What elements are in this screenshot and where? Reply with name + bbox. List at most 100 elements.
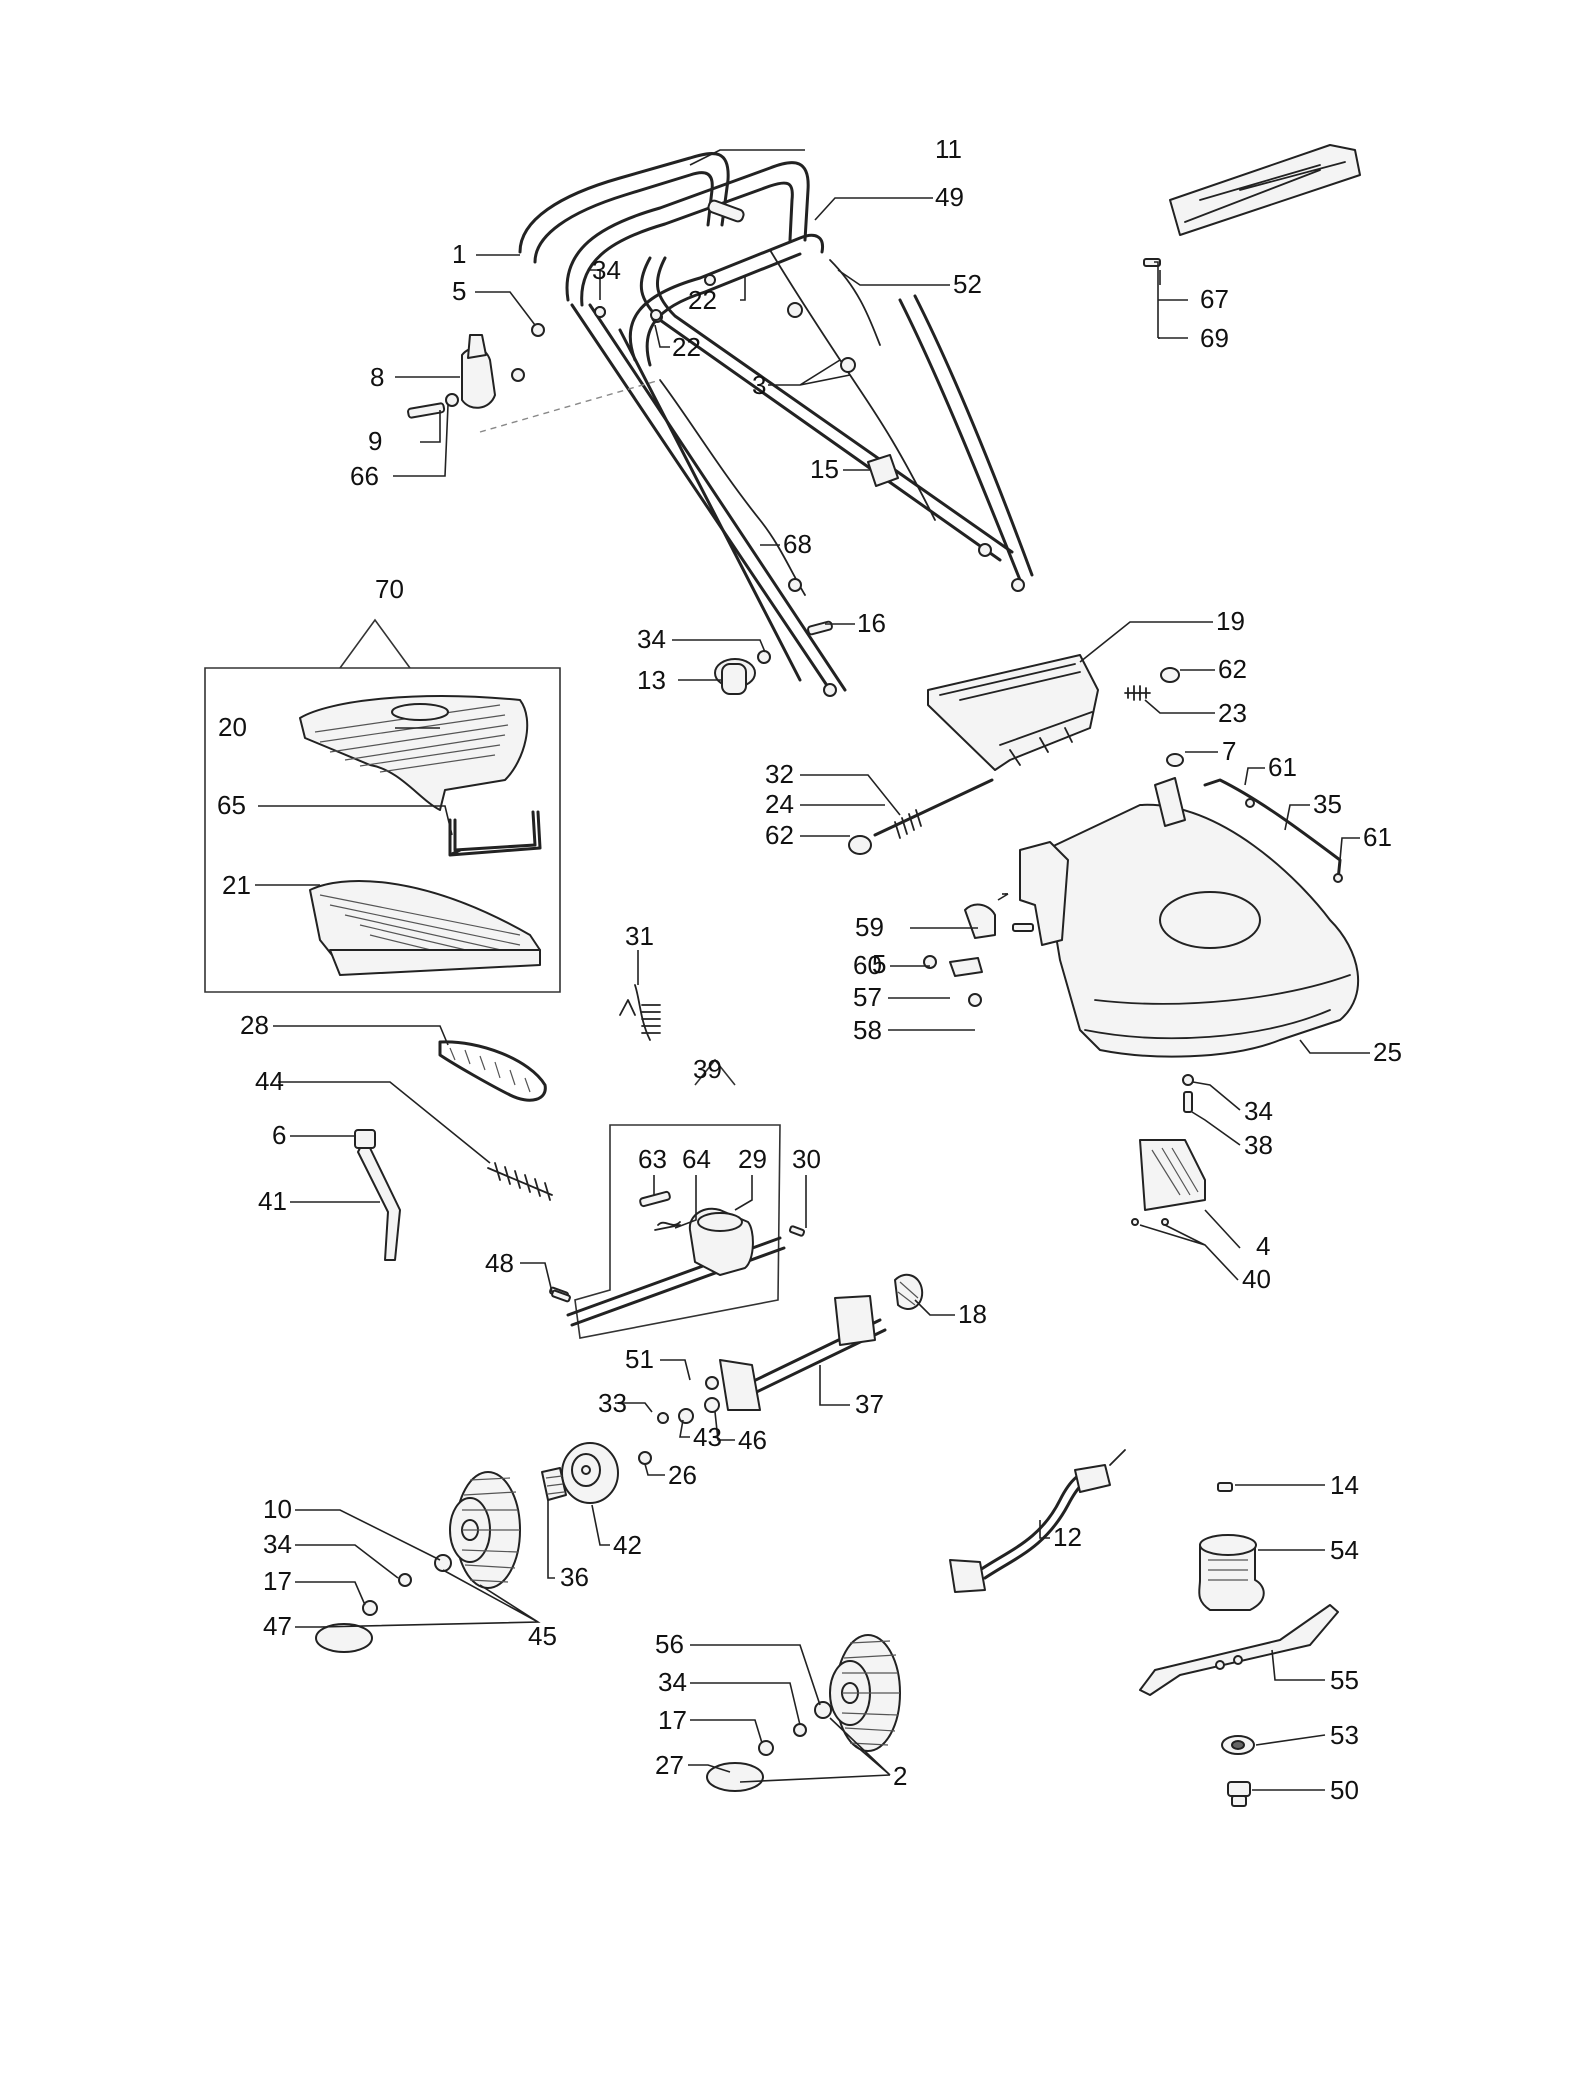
front-wheel xyxy=(706,1634,901,1792)
callout-17b: 17 xyxy=(658,1705,687,1735)
callout-5a: 5 xyxy=(452,276,466,306)
callout-43: 43 xyxy=(693,1422,722,1452)
pin-48 xyxy=(551,1289,571,1303)
callout-10: 10 xyxy=(263,1494,292,1524)
handle-knob xyxy=(714,620,833,695)
callout-7: 7 xyxy=(1222,736,1236,766)
callout-32: 32 xyxy=(765,759,794,789)
blade-assembly xyxy=(1139,1482,1339,1807)
callout-1: 1 xyxy=(452,239,466,269)
callout-63: 63 xyxy=(638,1144,667,1174)
spring-44 xyxy=(487,1162,553,1201)
callout-50: 50 xyxy=(1330,1775,1359,1805)
callout-3: 3 xyxy=(752,370,766,400)
callout-62b: 62 xyxy=(765,820,794,850)
deck-small-parts xyxy=(923,903,1034,1007)
wheel-pulley xyxy=(541,1442,619,1504)
callout-8: 8 xyxy=(370,362,384,392)
callout-41: 41 xyxy=(258,1186,287,1216)
callout-22a: 22 xyxy=(688,285,717,315)
callout-29: 29 xyxy=(738,1144,767,1174)
callout-30: 30 xyxy=(792,1144,821,1174)
callout-61b: 61 xyxy=(1363,822,1392,852)
callout-40: 40 xyxy=(1242,1264,1271,1294)
callout-9: 9 xyxy=(368,426,382,456)
callout-20: 20 xyxy=(218,712,247,742)
callout-60: 60 xyxy=(853,950,882,980)
mower-deck xyxy=(1019,753,1360,1058)
callout-27: 27 xyxy=(655,1750,684,1780)
callout-56: 56 xyxy=(655,1629,684,1659)
handle-assembly xyxy=(518,151,1034,697)
callout-labels: 1 2 3 4 5 5 6 7 8 9 10 11 12 13 14 15 16… xyxy=(217,134,1402,1805)
callout-4: 4 xyxy=(1256,1231,1270,1261)
flap-rod xyxy=(848,778,994,855)
callout-34d: 34 xyxy=(263,1529,292,1559)
callout-18: 18 xyxy=(958,1299,987,1329)
callout-42: 42 xyxy=(613,1530,642,1560)
callout-25: 25 xyxy=(1373,1037,1402,1067)
callout-6: 6 xyxy=(272,1120,286,1150)
callout-19: 19 xyxy=(1216,606,1245,636)
callout-61a: 61 xyxy=(1268,752,1297,782)
callout-64: 64 xyxy=(682,1144,711,1174)
callout-2: 2 xyxy=(893,1761,907,1791)
callout-53: 53 xyxy=(1330,1720,1359,1750)
drive-belt xyxy=(438,1040,547,1102)
callout-54: 54 xyxy=(1330,1535,1359,1565)
throttle-cable xyxy=(949,1449,1126,1593)
small-washers xyxy=(638,1376,720,1465)
callout-44: 44 xyxy=(255,1066,284,1096)
callout-70: 70 xyxy=(375,574,404,604)
callout-57: 57 xyxy=(853,982,882,1012)
callout-16: 16 xyxy=(857,608,886,638)
callout-37: 37 xyxy=(855,1389,884,1419)
callout-22b: 22 xyxy=(672,332,701,362)
grass-catcher-box xyxy=(204,618,561,993)
callout-36: 36 xyxy=(560,1562,589,1592)
callout-49: 49 xyxy=(935,182,964,212)
handle-fasteners xyxy=(407,274,716,433)
callout-35: 35 xyxy=(1313,789,1342,819)
callout-34c: 34 xyxy=(1244,1096,1273,1126)
spring-31 xyxy=(619,984,661,1041)
callout-28: 28 xyxy=(240,1010,269,1040)
callout-31: 31 xyxy=(625,921,654,951)
callout-46: 46 xyxy=(738,1425,767,1455)
callout-39: 39 xyxy=(693,1054,722,1084)
mulch-plug xyxy=(1131,1074,1206,1226)
callout-38: 38 xyxy=(1244,1130,1273,1160)
callout-52: 52 xyxy=(953,269,982,299)
callout-48: 48 xyxy=(485,1248,514,1278)
callout-67: 67 xyxy=(1200,284,1229,314)
callout-34a: 34 xyxy=(592,255,621,285)
callout-24: 24 xyxy=(765,789,794,819)
rear-flap xyxy=(927,654,1180,771)
callout-34b: 34 xyxy=(637,624,666,654)
gearbox-assembly xyxy=(549,1058,806,1339)
callout-68: 68 xyxy=(783,529,812,559)
callout-34e: 34 xyxy=(658,1667,687,1697)
callout-51: 51 xyxy=(625,1344,654,1374)
callout-14: 14 xyxy=(1330,1470,1359,1500)
callout-11: 11 xyxy=(935,134,962,164)
rear-axle xyxy=(719,1273,924,1411)
callout-12: 12 xyxy=(1053,1522,1082,1552)
callout-23: 23 xyxy=(1218,698,1247,728)
callout-65: 65 xyxy=(217,790,246,820)
callout-58: 58 xyxy=(853,1015,882,1045)
callout-55: 55 xyxy=(1330,1665,1359,1695)
knob-15 xyxy=(867,454,899,487)
callout-5b: 5 xyxy=(872,949,886,979)
callout-15: 15 xyxy=(810,454,839,484)
callout-66: 66 xyxy=(350,461,379,491)
callout-69: 69 xyxy=(1200,323,1229,353)
callout-26: 26 xyxy=(668,1460,697,1490)
height-lever xyxy=(354,1129,401,1261)
callout-59: 59 xyxy=(855,912,884,942)
callout-47: 47 xyxy=(263,1611,292,1641)
rear-wheel xyxy=(315,1471,521,1653)
top-plate xyxy=(1143,144,1361,267)
callout-21: 21 xyxy=(222,870,251,900)
